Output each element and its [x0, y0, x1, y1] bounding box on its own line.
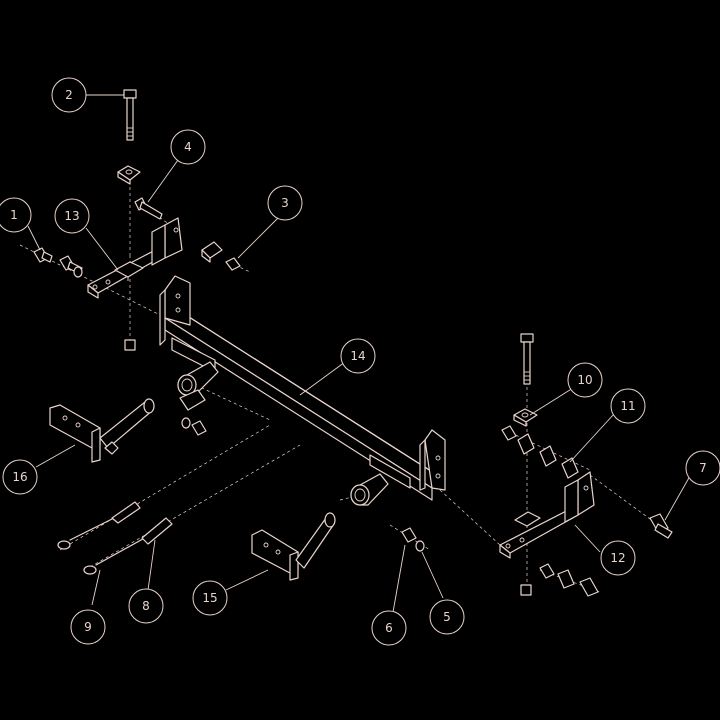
callout-label: 9 [84, 620, 92, 634]
spacers-11 [501, 425, 579, 479]
callout-15: 15 [192, 580, 228, 616]
callout-4: 4 [170, 129, 206, 165]
callout-label: 15 [202, 591, 217, 605]
nut-6-washer-5 [401, 527, 425, 552]
callout-label: 2 [65, 88, 73, 102]
callout-label: 14 [350, 349, 365, 363]
callout-label: 6 [385, 621, 393, 635]
callout-label: 8 [142, 599, 150, 613]
spacer-3 [201, 241, 241, 271]
long-bolt-2 [117, 89, 141, 351]
left-mount-bracket [87, 217, 183, 299]
callout-2: 2 [51, 77, 87, 113]
callout-8: 8 [128, 588, 164, 624]
callout-leaders [27, 94, 691, 613]
nut-washer-left [181, 417, 207, 436]
callout-label: 3 [281, 196, 289, 210]
right-mount-bracket-12 [499, 471, 595, 559]
callout-9: 9 [70, 609, 106, 645]
long-bolt-10 [513, 333, 538, 596]
callout-6: 6 [371, 610, 407, 646]
callout-label: 12 [610, 551, 625, 565]
callout-3: 3 [267, 185, 303, 221]
callout-16: 16 [2, 459, 38, 495]
main-cross-beam [159, 275, 446, 506]
callout-label: 5 [443, 610, 451, 624]
side-bracket-15 [251, 512, 336, 581]
bolt-1 [33, 247, 83, 278]
callout-label: 16 [12, 470, 27, 484]
safety-cable-8 [83, 517, 173, 575]
safety-cable-9 [57, 501, 141, 550]
bolt-4 [134, 197, 163, 220]
callout-13: 13 [54, 198, 90, 234]
callout-14: 14 [340, 338, 376, 374]
callout-11: 11 [610, 388, 646, 424]
callout-1: 1 [0, 197, 32, 233]
callout-label: 13 [64, 209, 79, 223]
callout-label: 11 [620, 399, 635, 413]
callout-label: 4 [184, 140, 192, 154]
callout-7: 7 [685, 450, 720, 486]
bolt-7 [539, 513, 673, 597]
callout-label: 7 [699, 461, 707, 475]
callout-10: 10 [567, 362, 603, 398]
side-bracket-16 [49, 398, 155, 463]
callout-12: 12 [600, 540, 636, 576]
callout-5: 5 [429, 599, 465, 635]
callout-label: 10 [577, 373, 592, 387]
callout-label: 1 [10, 208, 18, 222]
